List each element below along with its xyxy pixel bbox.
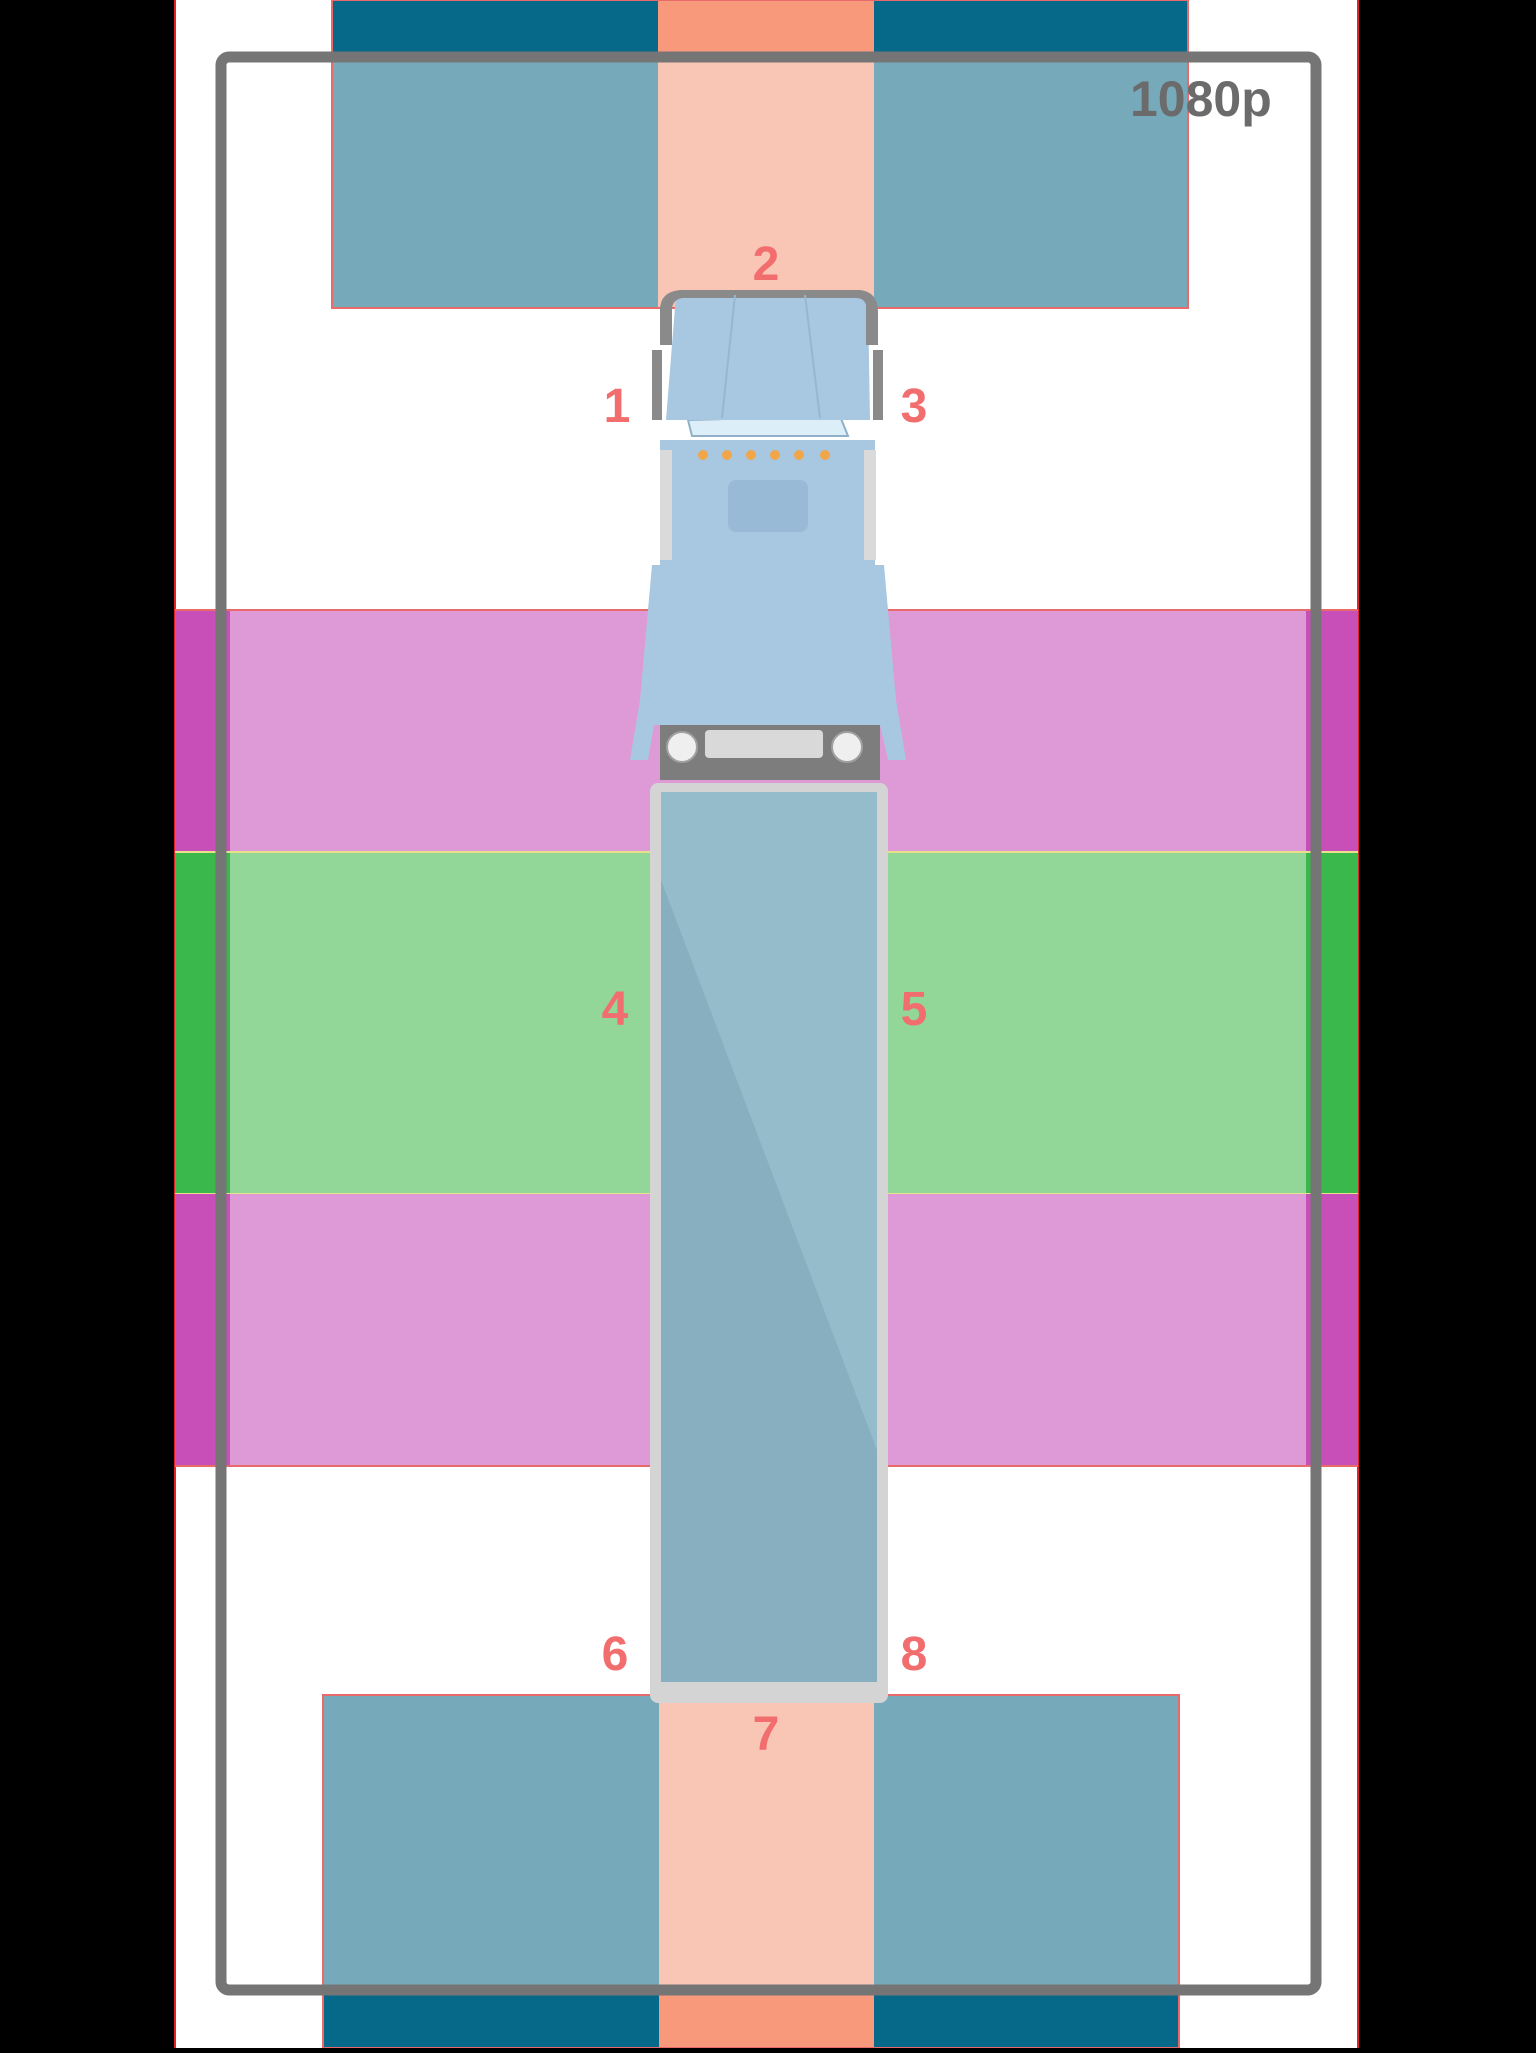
hood-crease-right: [804, 294, 821, 419]
position-label-5: 5: [900, 983, 928, 1036]
cab-fenders: [630, 565, 906, 760]
position-label-4: 4: [601, 983, 629, 1036]
top-zone-left-dark: [332, 0, 658, 55]
position-label-8: 8: [900, 1628, 928, 1681]
position-label-2: 2: [752, 238, 780, 291]
right-exhaust: [831, 731, 863, 763]
bottom-zone-left-dark: [323, 1992, 659, 2048]
top-zone-center-dark: [658, 0, 874, 55]
hood-crease-left: [721, 294, 736, 419]
bottom-zone-left: [323, 1695, 659, 1992]
fifth-wheel-plate: [705, 730, 823, 758]
position-label-7: 7: [752, 1708, 780, 1761]
cab-left-step: [660, 450, 672, 560]
position-label-1: 1: [603, 380, 631, 433]
position-label-6: 6: [601, 1628, 629, 1681]
top-zone-right-dark: [874, 0, 1188, 55]
top-zone-left: [332, 55, 658, 308]
bottom-zone-right: [874, 1695, 1179, 1992]
cab-right-step: [864, 450, 876, 560]
top-zone-right: [874, 55, 1188, 308]
hood: [666, 290, 870, 420]
left-exhaust: [666, 731, 698, 763]
semi-truck-icon: [630, 290, 906, 1703]
position-label-3: 3: [900, 380, 928, 433]
left-mirror: [652, 350, 662, 420]
resolution-label: 1080p: [1130, 71, 1272, 127]
bottom-zone-right-dark: [874, 1992, 1179, 2048]
bottom-zone-center-dark: [659, 1992, 874, 2048]
hood-trim: [660, 290, 878, 345]
bottom-zone-center: [659, 1695, 874, 1992]
trailer-highlight: [661, 792, 877, 1450]
camera-frame: [215, 51, 1322, 1996]
right-mirror: [873, 350, 883, 420]
cab-sleeper-panel: [728, 480, 808, 532]
marker-lights: [698, 450, 830, 460]
top-zone-center: [658, 55, 874, 308]
